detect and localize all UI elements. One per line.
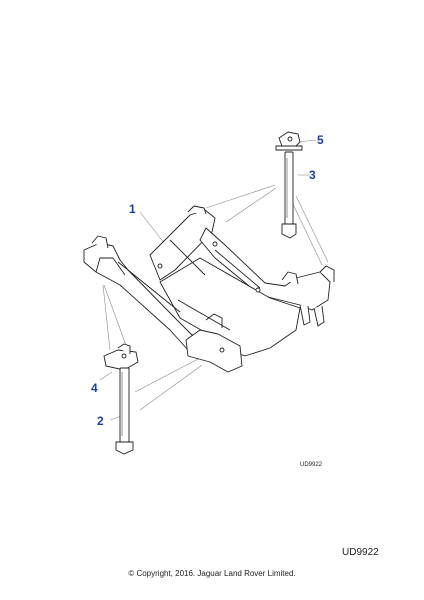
bolt-lower xyxy=(115,367,134,455)
mount-upper xyxy=(275,131,303,151)
figure-ref: UD9922 xyxy=(342,547,379,558)
mount-lower xyxy=(103,343,139,371)
callout-4: 4 xyxy=(91,381,98,395)
callout-5: 5 xyxy=(317,133,324,147)
copyright-notice: © Copyright, 2016. Jaguar Land Rover Lim… xyxy=(128,569,296,578)
leader-lines xyxy=(99,139,329,421)
front-subframe xyxy=(83,205,335,373)
figure-ref-small: UD9922 xyxy=(300,462,323,468)
callout-1: 1 xyxy=(129,202,136,216)
callout-3: 3 xyxy=(309,168,316,182)
bolt-upper xyxy=(281,151,297,239)
callout-2: 2 xyxy=(97,414,104,428)
